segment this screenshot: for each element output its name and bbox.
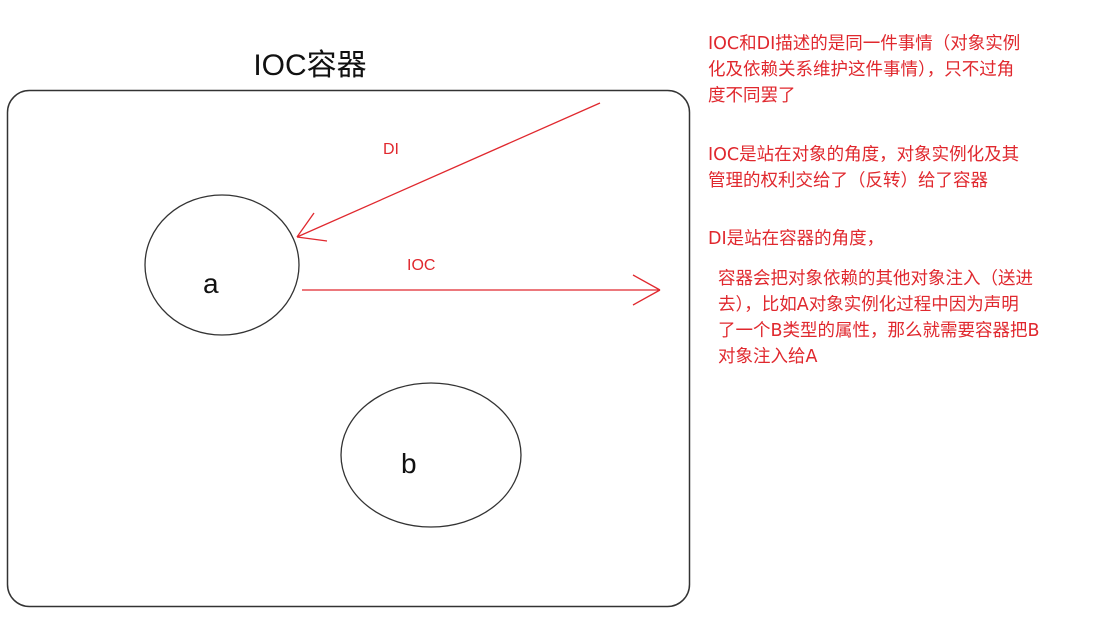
diagram-title: IOC容器: [253, 49, 367, 82]
note-paragraph-3: DI是站在容器的角度，: [708, 226, 1088, 252]
note-line: IOC是站在对象的角度，对象实例化及其: [708, 145, 1020, 165]
note-paragraph-1: IOC和DI描述的是同一件事情（对象实例 化及依赖关系维护这件事情），只不过角 …: [708, 31, 1088, 109]
ioc-edge-label: IOC: [407, 257, 436, 274]
node-a-label: a: [203, 268, 219, 299]
di-edge-label: DI: [383, 141, 399, 158]
note-paragraph-2: IOC是站在对象的角度，对象实例化及其 管理的权利交给了（反转）给了容器: [708, 142, 1088, 194]
note-line: 容器会把对象依赖的其他对象注入（送进: [718, 269, 1033, 289]
ioc-arrow: [302, 274, 661, 306]
note-line: 去），比如A对象实例化过程中因为声明: [718, 295, 1019, 315]
note-line: IOC和DI描述的是同一件事情（对象实例: [708, 34, 1021, 54]
ioc-container-box: [6, 89, 691, 608]
note-line: 度不同罢了: [708, 86, 796, 106]
note-line: 化及依赖关系维护这件事情），只不过角: [708, 60, 1015, 80]
node-b-ellipse: [340, 382, 522, 528]
note-paragraph-4: 容器会把对象依赖的其他对象注入（送进 去），比如A对象实例化过程中因为声明 了一…: [718, 266, 1098, 370]
note-line: 管理的权利交给了（反转）给了容器: [708, 171, 988, 191]
di-arrow: [296, 102, 601, 242]
note-line: 对象注入给A: [718, 347, 818, 367]
note-line: DI是站在容器的角度，: [708, 229, 885, 249]
note-line: 了一个B类型的属性，那么就需要容器把B: [718, 321, 1040, 341]
node-a-ellipse: [144, 194, 300, 336]
node-b-label: b: [401, 448, 417, 479]
